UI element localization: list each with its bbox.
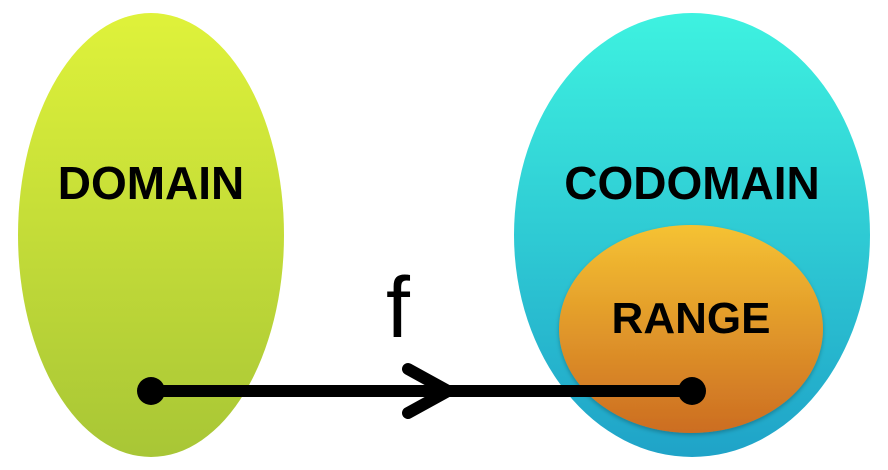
domain-set (18, 13, 284, 457)
range-label: RANGE (612, 294, 771, 343)
mapping-arrowhead (402, 363, 461, 419)
codomain-label: CODOMAIN (564, 157, 820, 209)
function-label: f (386, 260, 411, 356)
domain-point (137, 377, 165, 405)
range-set (559, 225, 823, 433)
domain-label: DOMAIN (58, 157, 245, 209)
range-point (678, 377, 706, 405)
